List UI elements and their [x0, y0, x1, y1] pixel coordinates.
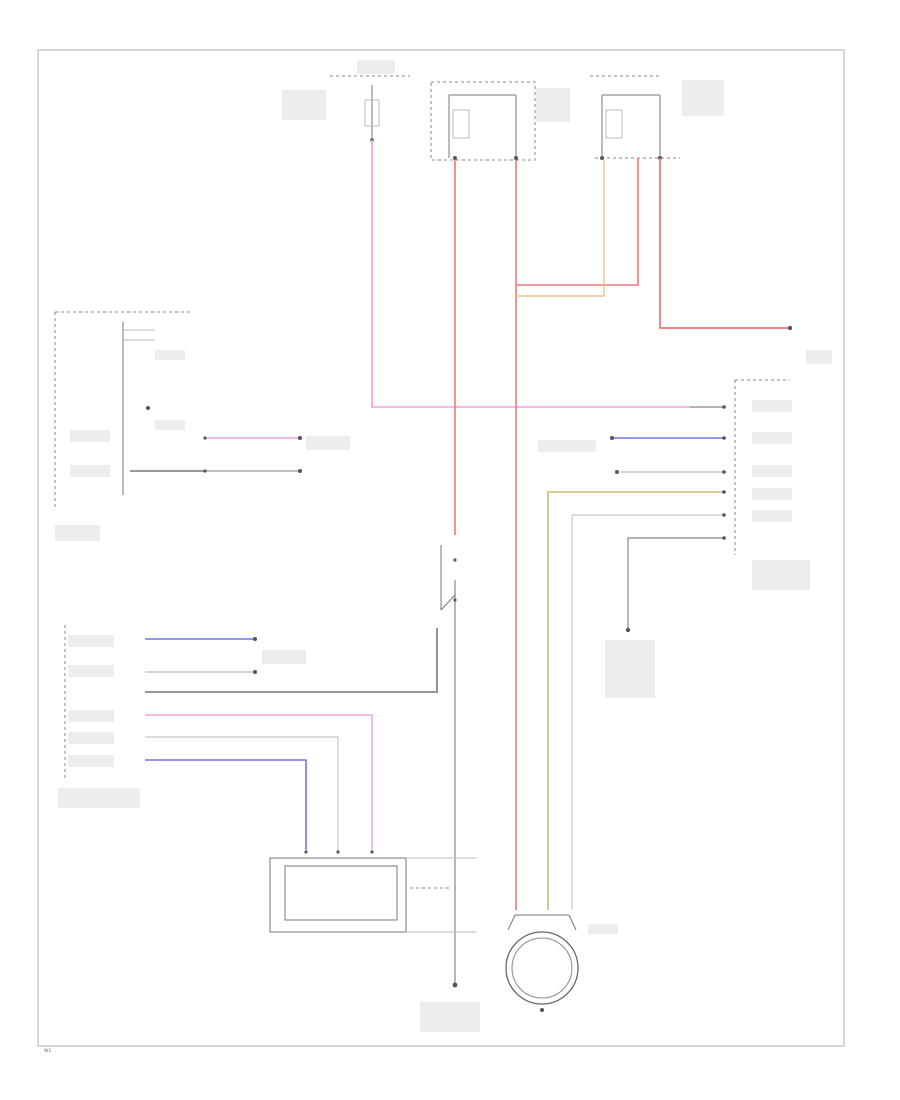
- wire-red-starter: [659, 158, 790, 329]
- page-code: W1: [44, 1048, 51, 1054]
- body-control-module: [64, 625, 257, 780]
- generator: [505, 914, 579, 1012]
- engine-control-module: [610, 379, 790, 633]
- wire-black-ground: [627, 537, 726, 630]
- wire-gray-ls: [571, 514, 726, 910]
- wire-pink-ignition: [371, 140, 690, 408]
- battery-current-sensor: [269, 850, 476, 933]
- wire-red-cross: [516, 158, 639, 286]
- wire-orange: [516, 160, 605, 297]
- wire-pink-sensor: [145, 714, 373, 850]
- diagram-border: [37, 49, 845, 1047]
- in-line-connector: [440, 545, 457, 611]
- fuse-block-left: [430, 81, 536, 161]
- wire-dark-bcm: [145, 628, 438, 693]
- label-blocks: [55, 60, 832, 1032]
- starter-terminal: [787, 325, 793, 331]
- instrument-cluster: [54, 311, 302, 508]
- wire-tan-sense: [547, 491, 726, 910]
- wire-blue-sensor: [145, 759, 307, 850]
- wire-gray-sensor: [145, 736, 339, 850]
- battery-ground: [452, 982, 458, 988]
- fuse-small-top: [330, 75, 410, 142]
- fuse-block-right: [590, 75, 680, 160]
